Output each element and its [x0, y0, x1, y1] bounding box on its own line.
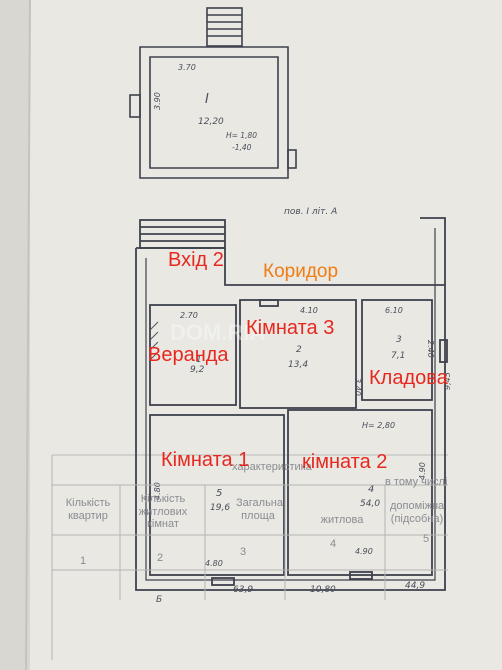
window-bottom-1 — [211, 577, 235, 586]
window-right — [439, 339, 448, 363]
basement-plan — [129, 7, 297, 179]
idx-2: 2 — [157, 552, 164, 564]
room-2-area: 13,4 — [288, 360, 308, 370]
room-3-dim-side: 2.40 — [426, 340, 435, 358]
corridor-wall — [136, 247, 445, 286]
bottom-left-note: Б — [156, 595, 162, 605]
label-entrance: Вхід 2 — [168, 249, 224, 271]
room-1-dim: 2.70 — [180, 311, 198, 320]
room-4-area: 54,0 — [360, 499, 380, 509]
binding-shadow — [0, 0, 30, 670]
table-header-partial: характеристика — [232, 461, 312, 473]
main-floor-plan — [135, 217, 448, 591]
label-corridor: Коридор — [263, 261, 339, 282]
room-3-area: 7,1 — [391, 351, 405, 361]
room-5-number: 5 — [216, 488, 222, 499]
col-5-header: допоміжна (підсобна) — [390, 500, 445, 525]
room-5-dim: 4.80 — [205, 559, 223, 568]
door-room-2 — [259, 299, 279, 307]
outer-wall — [135, 217, 446, 591]
bottom-dim: 10,80 — [310, 585, 336, 595]
floor-title: пов. I літ. А — [284, 207, 337, 217]
basement-area: 12,20 — [198, 117, 224, 127]
basement-height-2: -1,40 — [232, 143, 252, 152]
basement-height-1: H= 1,80 — [226, 131, 257, 140]
room-1-walls — [149, 304, 237, 406]
room-2-walls — [239, 299, 357, 409]
room-1-number: 1 — [196, 355, 202, 365]
label-room-3: Кладова — [369, 367, 448, 389]
room-3-dim: 6.10 — [385, 306, 403, 315]
room-2-dim: 4.10 — [300, 306, 318, 315]
right-dim: 9,45 — [443, 372, 452, 390]
room-4-dim-side: 4.90 — [418, 462, 427, 480]
table-header-partial-2: в тому числі — [385, 476, 448, 488]
idx-1: 1 — [80, 555, 87, 567]
room-2-dim-side: 3.40 — [353, 378, 362, 396]
idx-3: 3 — [240, 546, 247, 558]
window-bottom-2 — [349, 571, 373, 580]
hatch — [149, 321, 159, 361]
watermark: DOM.RIA — [170, 320, 265, 345]
idx-4: 4 — [330, 538, 337, 550]
bottom-right-note: 44,9 — [405, 581, 425, 591]
basement-room-number: I — [205, 92, 209, 107]
room-2-number: 2 — [296, 345, 302, 355]
label-room-4: кімната 2 — [302, 451, 388, 473]
room-1-area: 9,2 — [190, 365, 205, 375]
room-5-area: 19,6 — [210, 503, 230, 513]
room-4-walls — [287, 409, 433, 576]
basement-outer-wall — [139, 46, 289, 179]
room-3-number: 3 — [396, 335, 402, 345]
label-room-5: Кімната 1 — [161, 449, 250, 471]
col-2-header: Кількість житлових кімнат — [138, 493, 188, 531]
basement-inner-wall — [149, 56, 279, 169]
height-note: H= 2,80 — [362, 421, 395, 430]
room-4-dim: 4.90 — [355, 547, 373, 556]
col-1-header: Кількість квартир — [65, 497, 111, 522]
basement-stairs — [206, 7, 243, 47]
label-room-2: Кімната 3 — [246, 317, 335, 339]
bottom-mid-note: 63,9 — [233, 585, 253, 595]
room-5-walls — [149, 414, 285, 576]
idx-5: 5 — [423, 533, 430, 545]
col-3-header: Загальна площа — [236, 497, 283, 522]
basement-window — [129, 94, 141, 118]
room-5-dim-side: 4.80 — [153, 482, 162, 500]
col-4-header: житлова — [320, 514, 364, 526]
basement-dim-left: 3.90 — [153, 92, 162, 110]
table-grid — [51, 455, 448, 660]
room-4-number: 4 — [368, 484, 374, 495]
basement-vent — [287, 149, 297, 169]
room-3-walls — [361, 299, 433, 401]
label-room-1: Веранда — [148, 344, 229, 366]
basement-dim-top: 3.70 — [178, 63, 196, 72]
page-edge — [25, 0, 31, 670]
